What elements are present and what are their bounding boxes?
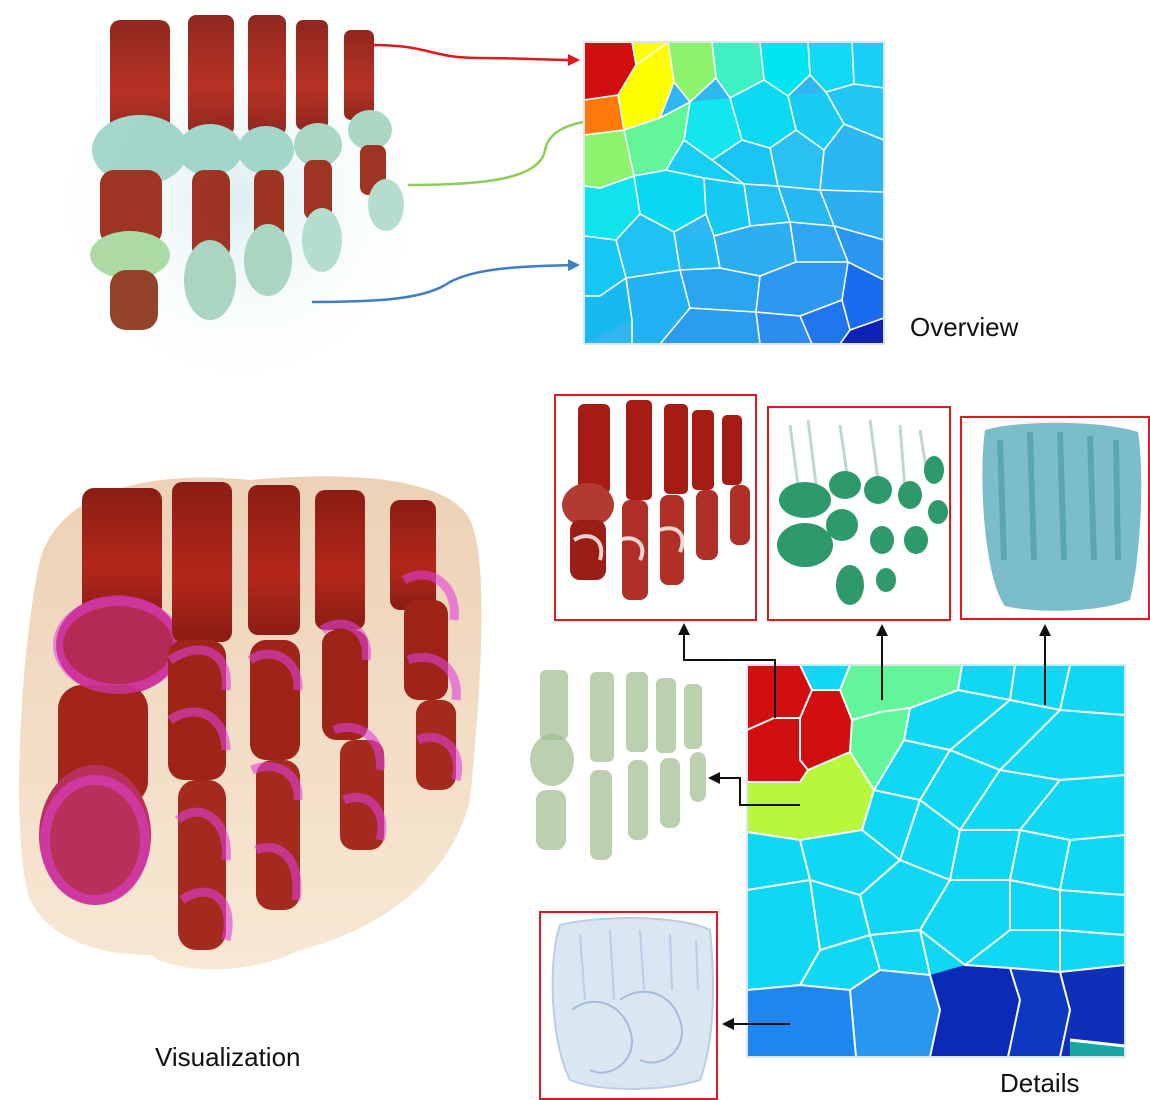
detail-pale-blue-thumbnail: [553, 918, 713, 1089]
detail-pale-green-thumbnail: [530, 670, 706, 860]
details-cell-map: [747, 665, 1125, 1057]
main-visualization-render: [19, 476, 481, 969]
overview-label: Overview: [910, 312, 1018, 343]
detail-teal-blue-thumbnail: [982, 423, 1141, 611]
overview-cell-map: [584, 42, 884, 344]
details-label: Details: [1000, 1068, 1079, 1099]
red-arrow: [372, 45, 578, 60]
visualization-label: Visualization: [155, 1042, 301, 1073]
overview-volume-render: [40, 0, 440, 400]
